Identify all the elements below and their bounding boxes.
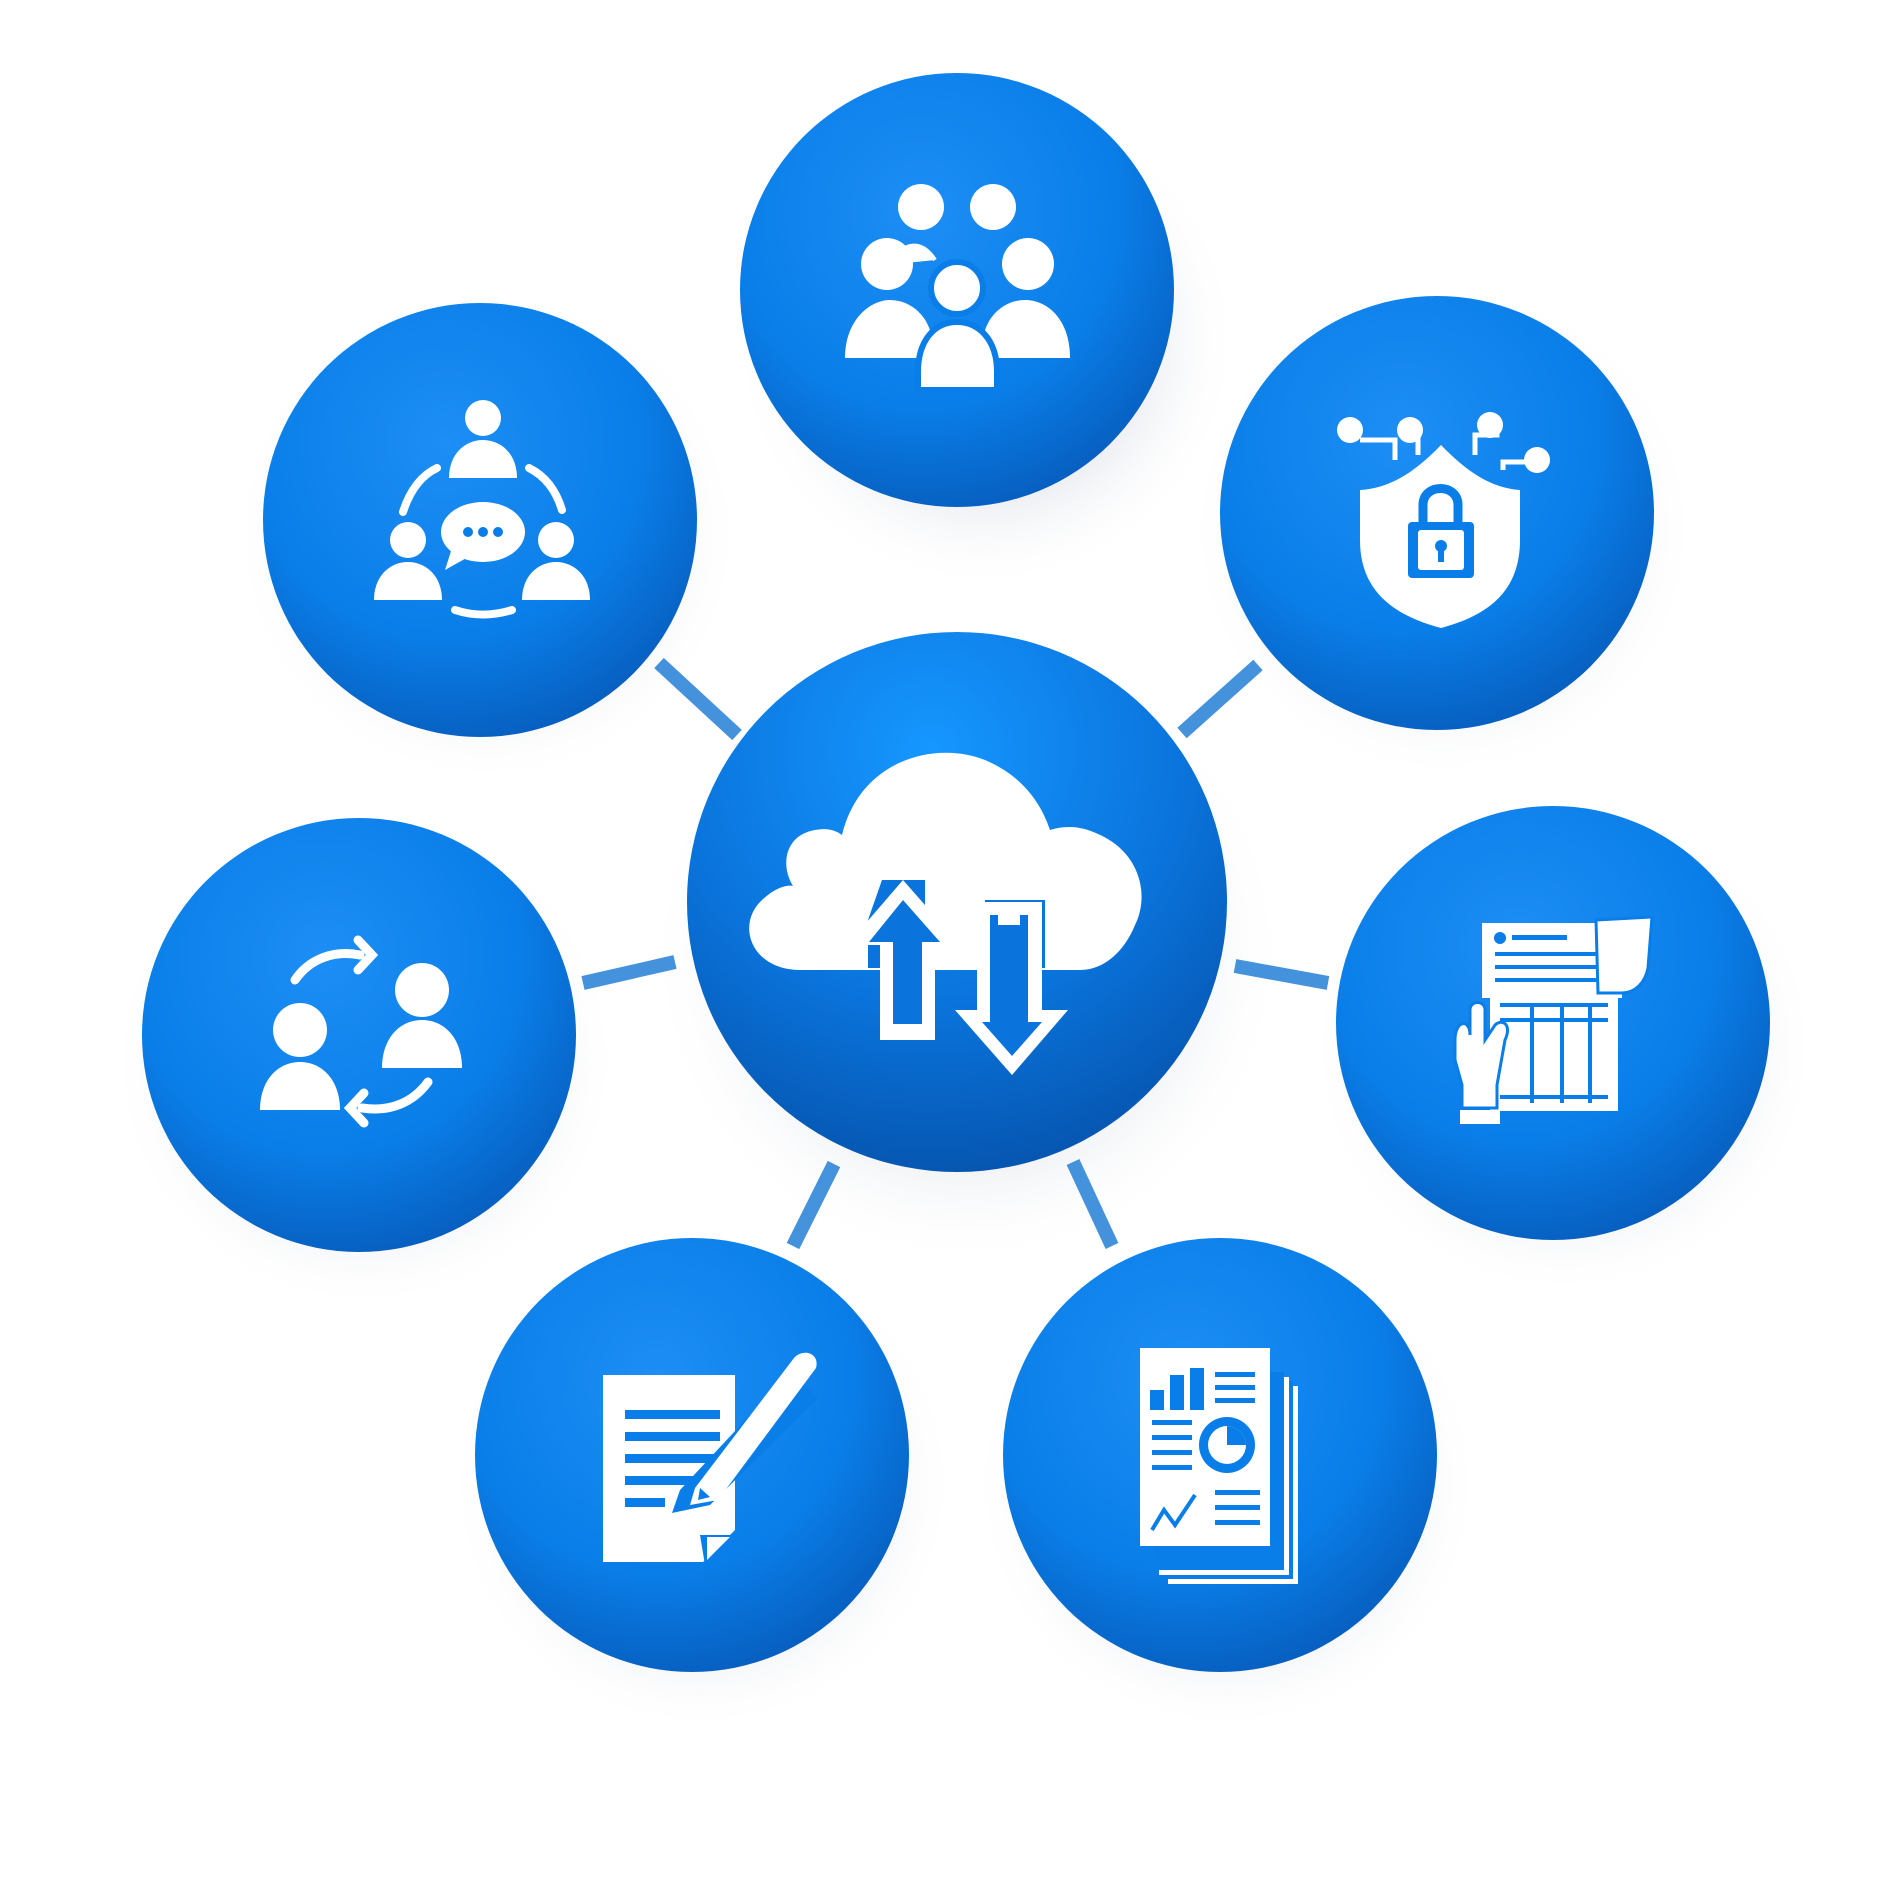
satellite-node-upper-right[interactable] [1220, 296, 1654, 730]
connector-upper-right [1177, 659, 1263, 739]
connector-lower-right [1066, 1159, 1119, 1249]
team-group-icon [845, 184, 1070, 393]
connector-lower-left [786, 1160, 841, 1250]
satellite-node-top[interactable] [740, 73, 1174, 507]
document-handover-icon [1453, 915, 1654, 1124]
hub-node[interactable] [687, 632, 1227, 1172]
analytics-report-icon [1140, 1348, 1298, 1584]
document-sign-icon [603, 1352, 818, 1565]
team-discussion-icon [374, 400, 590, 619]
connector-left [581, 955, 677, 990]
satellite-node-right[interactable] [1336, 806, 1770, 1240]
connectors [581, 523, 1330, 1250]
satellite-node-lower-right[interactable] [1003, 1238, 1437, 1672]
cyber-security-shield-lock-icon [1337, 412, 1550, 628]
connector-right [1233, 959, 1330, 990]
satellite-node-lower-left[interactable] [475, 1238, 909, 1672]
user-exchange-icon [260, 935, 462, 1128]
connector-upper-left [654, 657, 742, 741]
cloud-upload-download-icon [749, 752, 1142, 1075]
satellite-node-left[interactable] [142, 818, 576, 1252]
satellite-node-upper-left[interactable] [263, 303, 697, 737]
